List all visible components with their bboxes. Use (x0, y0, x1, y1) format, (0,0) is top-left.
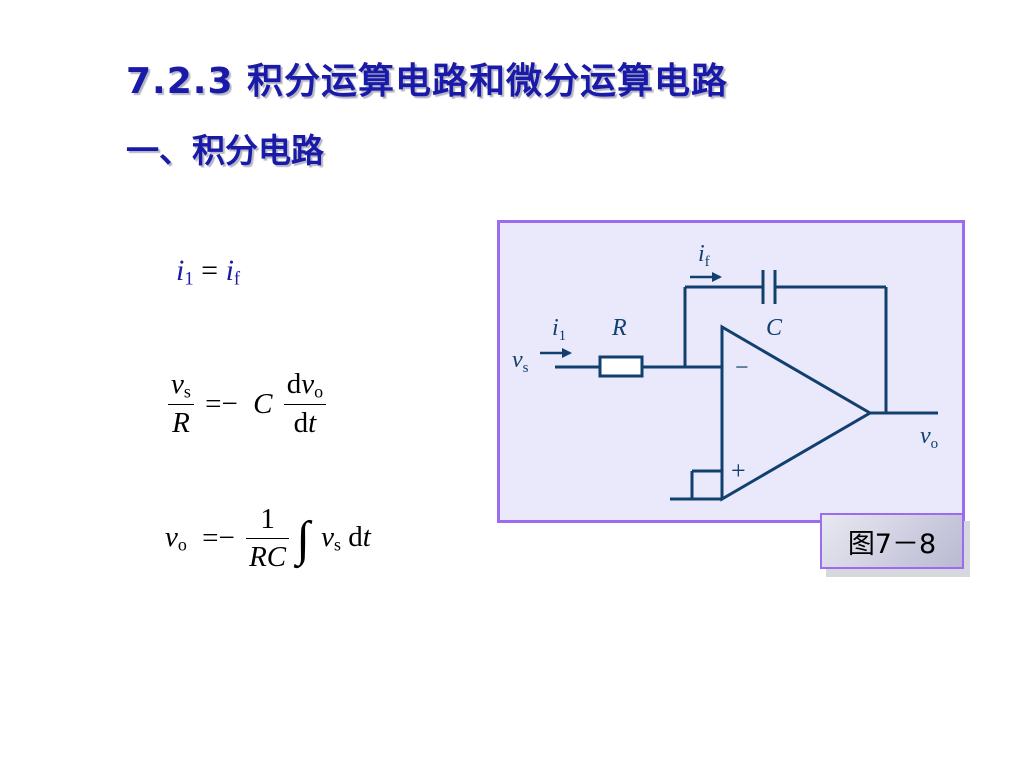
equation-current: i1 = if (176, 254, 240, 291)
slide-title: 7.2.3 积分运算电路和微分运算电路 (126, 61, 729, 102)
label-inverting-input: − (735, 355, 749, 381)
label-c: C (766, 315, 783, 341)
circuit-wires (555, 270, 938, 502)
label-if: if (698, 241, 710, 270)
eq1-equals: = (201, 254, 219, 287)
label-vs: vs (512, 347, 529, 376)
figure-caption: 图7－8 (820, 513, 964, 569)
equation-integral: vo =− 1 RC ∫ vs dt (165, 503, 375, 574)
arrow-if-head (712, 272, 722, 282)
integrator-circuit-diagram: if i1 R C vs vo − + (497, 220, 965, 523)
resistor-r (598, 355, 644, 378)
integral-sign: ∫ (296, 511, 310, 566)
label-vo: vo (920, 423, 938, 452)
eq2-lhs-fraction: vs R (168, 368, 194, 440)
eq2-rhs-fraction: dvo dt (283, 368, 327, 440)
eq1-i1: i1 (176, 254, 194, 290)
opamp-triangle (720, 324, 873, 502)
label-noninverting-input: + (731, 456, 746, 485)
label-r: R (611, 315, 627, 341)
section-heading: 一、积分电路 (126, 131, 324, 170)
eq3-operator: =− (202, 522, 235, 554)
current-arrows (540, 272, 722, 358)
eq3-integrand: vs dt (321, 521, 371, 555)
eq1-if: if (225, 254, 241, 290)
equation-differential: vs R =− C dvo dt (168, 368, 327, 440)
label-i1: i1 (552, 315, 566, 344)
eq3-lhs: vo (165, 521, 187, 555)
circuit-svg: if i1 R C vs vo − + (512, 241, 938, 502)
eq2-operator: =− (205, 387, 238, 420)
arrow-i1-head (562, 348, 572, 358)
eq2-coefficient: C (253, 387, 273, 420)
eq3-fraction: 1 RC (246, 503, 290, 574)
